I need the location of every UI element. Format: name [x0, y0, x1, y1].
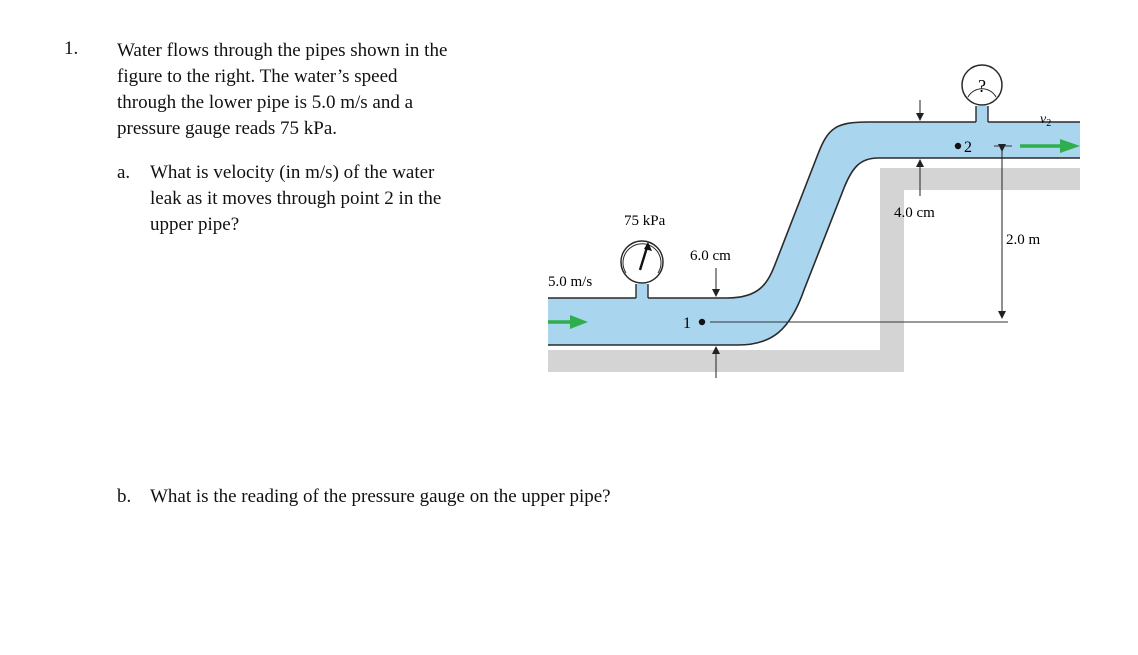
flow-arrow-lower: [548, 315, 588, 329]
part-b-label: b.: [117, 486, 132, 507]
pipe-water: [548, 122, 1080, 345]
flow-arrow-upper: [1020, 139, 1080, 153]
problem-line: Water flows through the pipes shown in t…: [117, 40, 448, 61]
pipe-lower-wall: [548, 157, 1080, 346]
point-1-label: 1: [683, 315, 691, 332]
part-a-line: leak as it moves through point 2 in the: [150, 188, 442, 209]
question-number: 1.: [64, 38, 79, 59]
part-a-label: a.: [117, 162, 131, 183]
part-a-text: What is velocity (in m/s) of the water l…: [150, 160, 441, 238]
part-a-line: What is velocity (in m/s) of the water: [150, 162, 435, 183]
problem-line: figure to the right. The water’s speed: [117, 66, 398, 87]
problem-line: pressure gauge reads 75 kPa.: [117, 118, 338, 139]
problem-statement: Water flows through the pipes shown in t…: [117, 38, 537, 142]
ground-support: [548, 168, 1080, 372]
point-2-dot: [954, 142, 962, 150]
upper-pressure-gauge: [961, 64, 1003, 124]
upper-speed-symbol: v: [1040, 112, 1047, 127]
pipe-upper-wall: [548, 121, 1080, 299]
lower-pressure-gauge: [620, 240, 664, 300]
height-difference-label: 2.0 m: [1006, 232, 1041, 248]
upper-gauge-reading: ?: [978, 76, 986, 96]
upper-speed-subscript: 2: [1046, 118, 1051, 129]
upper-speed-label: v2: [1040, 112, 1051, 129]
point-1-dot: [698, 318, 706, 326]
point-2-label: 2: [964, 139, 972, 156]
problem-line: through the lower pipe is 5.0 m/s and a: [117, 92, 414, 113]
part-b-text: What is the reading of the pressure gaug…: [150, 484, 611, 510]
upper-diameter-label: 4.0 cm: [894, 205, 935, 221]
lower-diameter-label: 6.0 cm: [690, 248, 731, 264]
part-a-line: upper pipe?: [150, 214, 240, 235]
lower-gauge-reading: 75 kPa: [624, 213, 666, 229]
part-b-line: What is the reading of the pressure gaug…: [150, 486, 611, 507]
lower-speed-label: 5.0 m/s: [548, 274, 592, 290]
